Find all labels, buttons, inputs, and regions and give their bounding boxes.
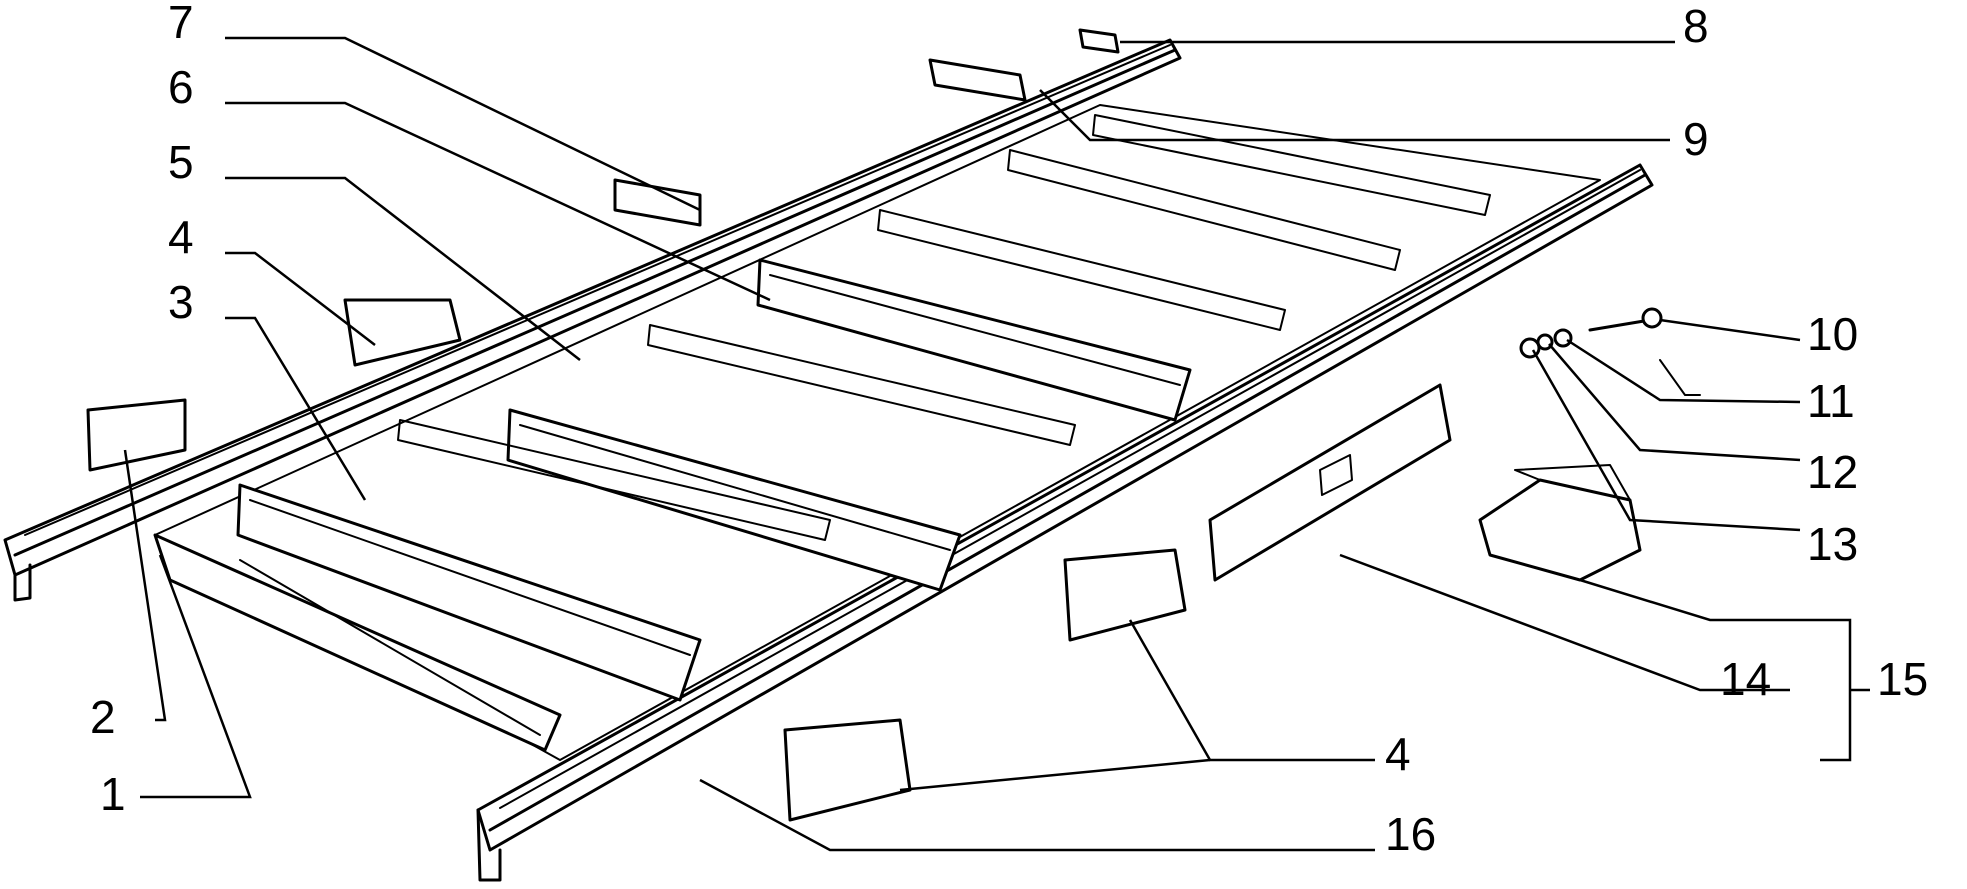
callout-12: 12 [1807,446,1858,498]
leader-lines [123,36,1870,852]
callout-2: 2 [90,691,116,743]
fastener-hardware [1519,307,1701,396]
callout-10: 10 [1807,308,1858,360]
callout-13: 13 [1807,518,1858,570]
callout-8: 8 [1683,0,1709,52]
callout-4-upper: 4 [168,211,194,263]
part-14-plate [1208,383,1452,582]
brackets [86,28,1187,822]
callout-11: 11 [1807,375,1855,427]
callout-15: 15 [1877,653,1928,705]
callout-5: 5 [168,136,194,188]
floor-frame [3,38,1654,882]
callout-14: 14 [1720,653,1771,705]
callout-7: 7 [168,0,194,48]
callout-9: 9 [1683,113,1709,165]
cross-members [236,114,1491,702]
callout-16: 16 [1385,808,1436,860]
callout-3: 3 [168,276,194,328]
callout-6: 6 [168,61,194,113]
callout-1: 1 [100,768,126,820]
callout-4-lower: 4 [1385,728,1411,780]
callout-labels: 1 2 3 4 4 5 6 7 8 9 10 11 12 13 14 15 16 [90,0,1928,860]
